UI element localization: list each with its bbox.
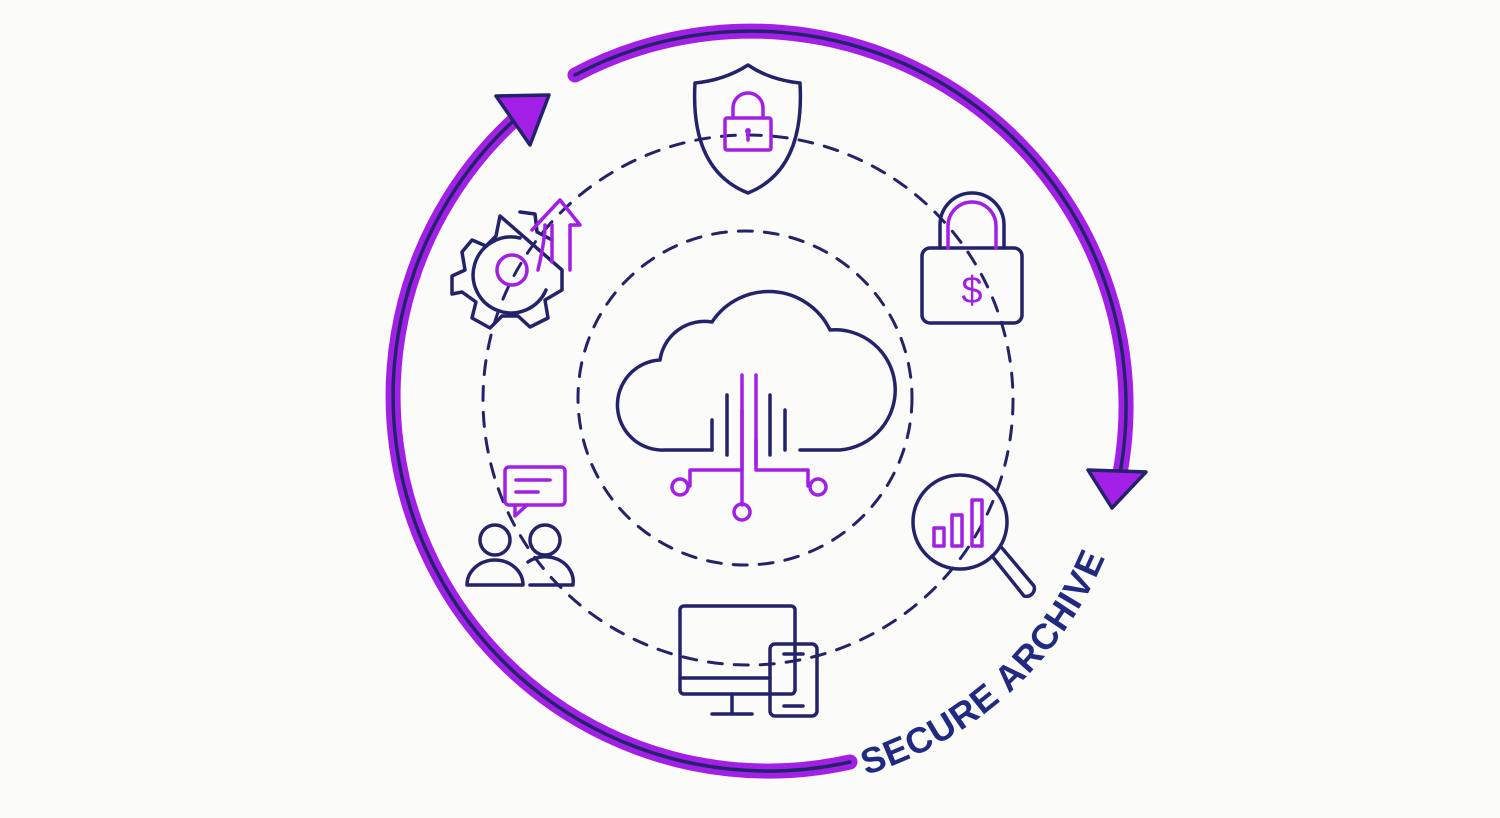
gear-arrow-up-icon [450, 198, 582, 330]
magnifier-chart-icon [911, 473, 1037, 599]
cycle-arrow-right [567, 23, 1148, 510]
devices-icon [678, 604, 819, 718]
arrowhead-icon [1086, 468, 1148, 510]
inner-dashed-ring [576, 229, 914, 567]
dollar-icon: $ [961, 270, 982, 312]
cycle-arrow-left [385, 93, 858, 779]
arrowhead-icon [494, 93, 551, 147]
diagram-label: SECURE ARCHIVE [855, 543, 1113, 783]
shield-lock-icon [692, 63, 803, 195]
cloud-network-icon [615, 289, 897, 522]
padlock-dollar-icon: $ [920, 191, 1024, 325]
users-chat-icon [465, 465, 575, 587]
